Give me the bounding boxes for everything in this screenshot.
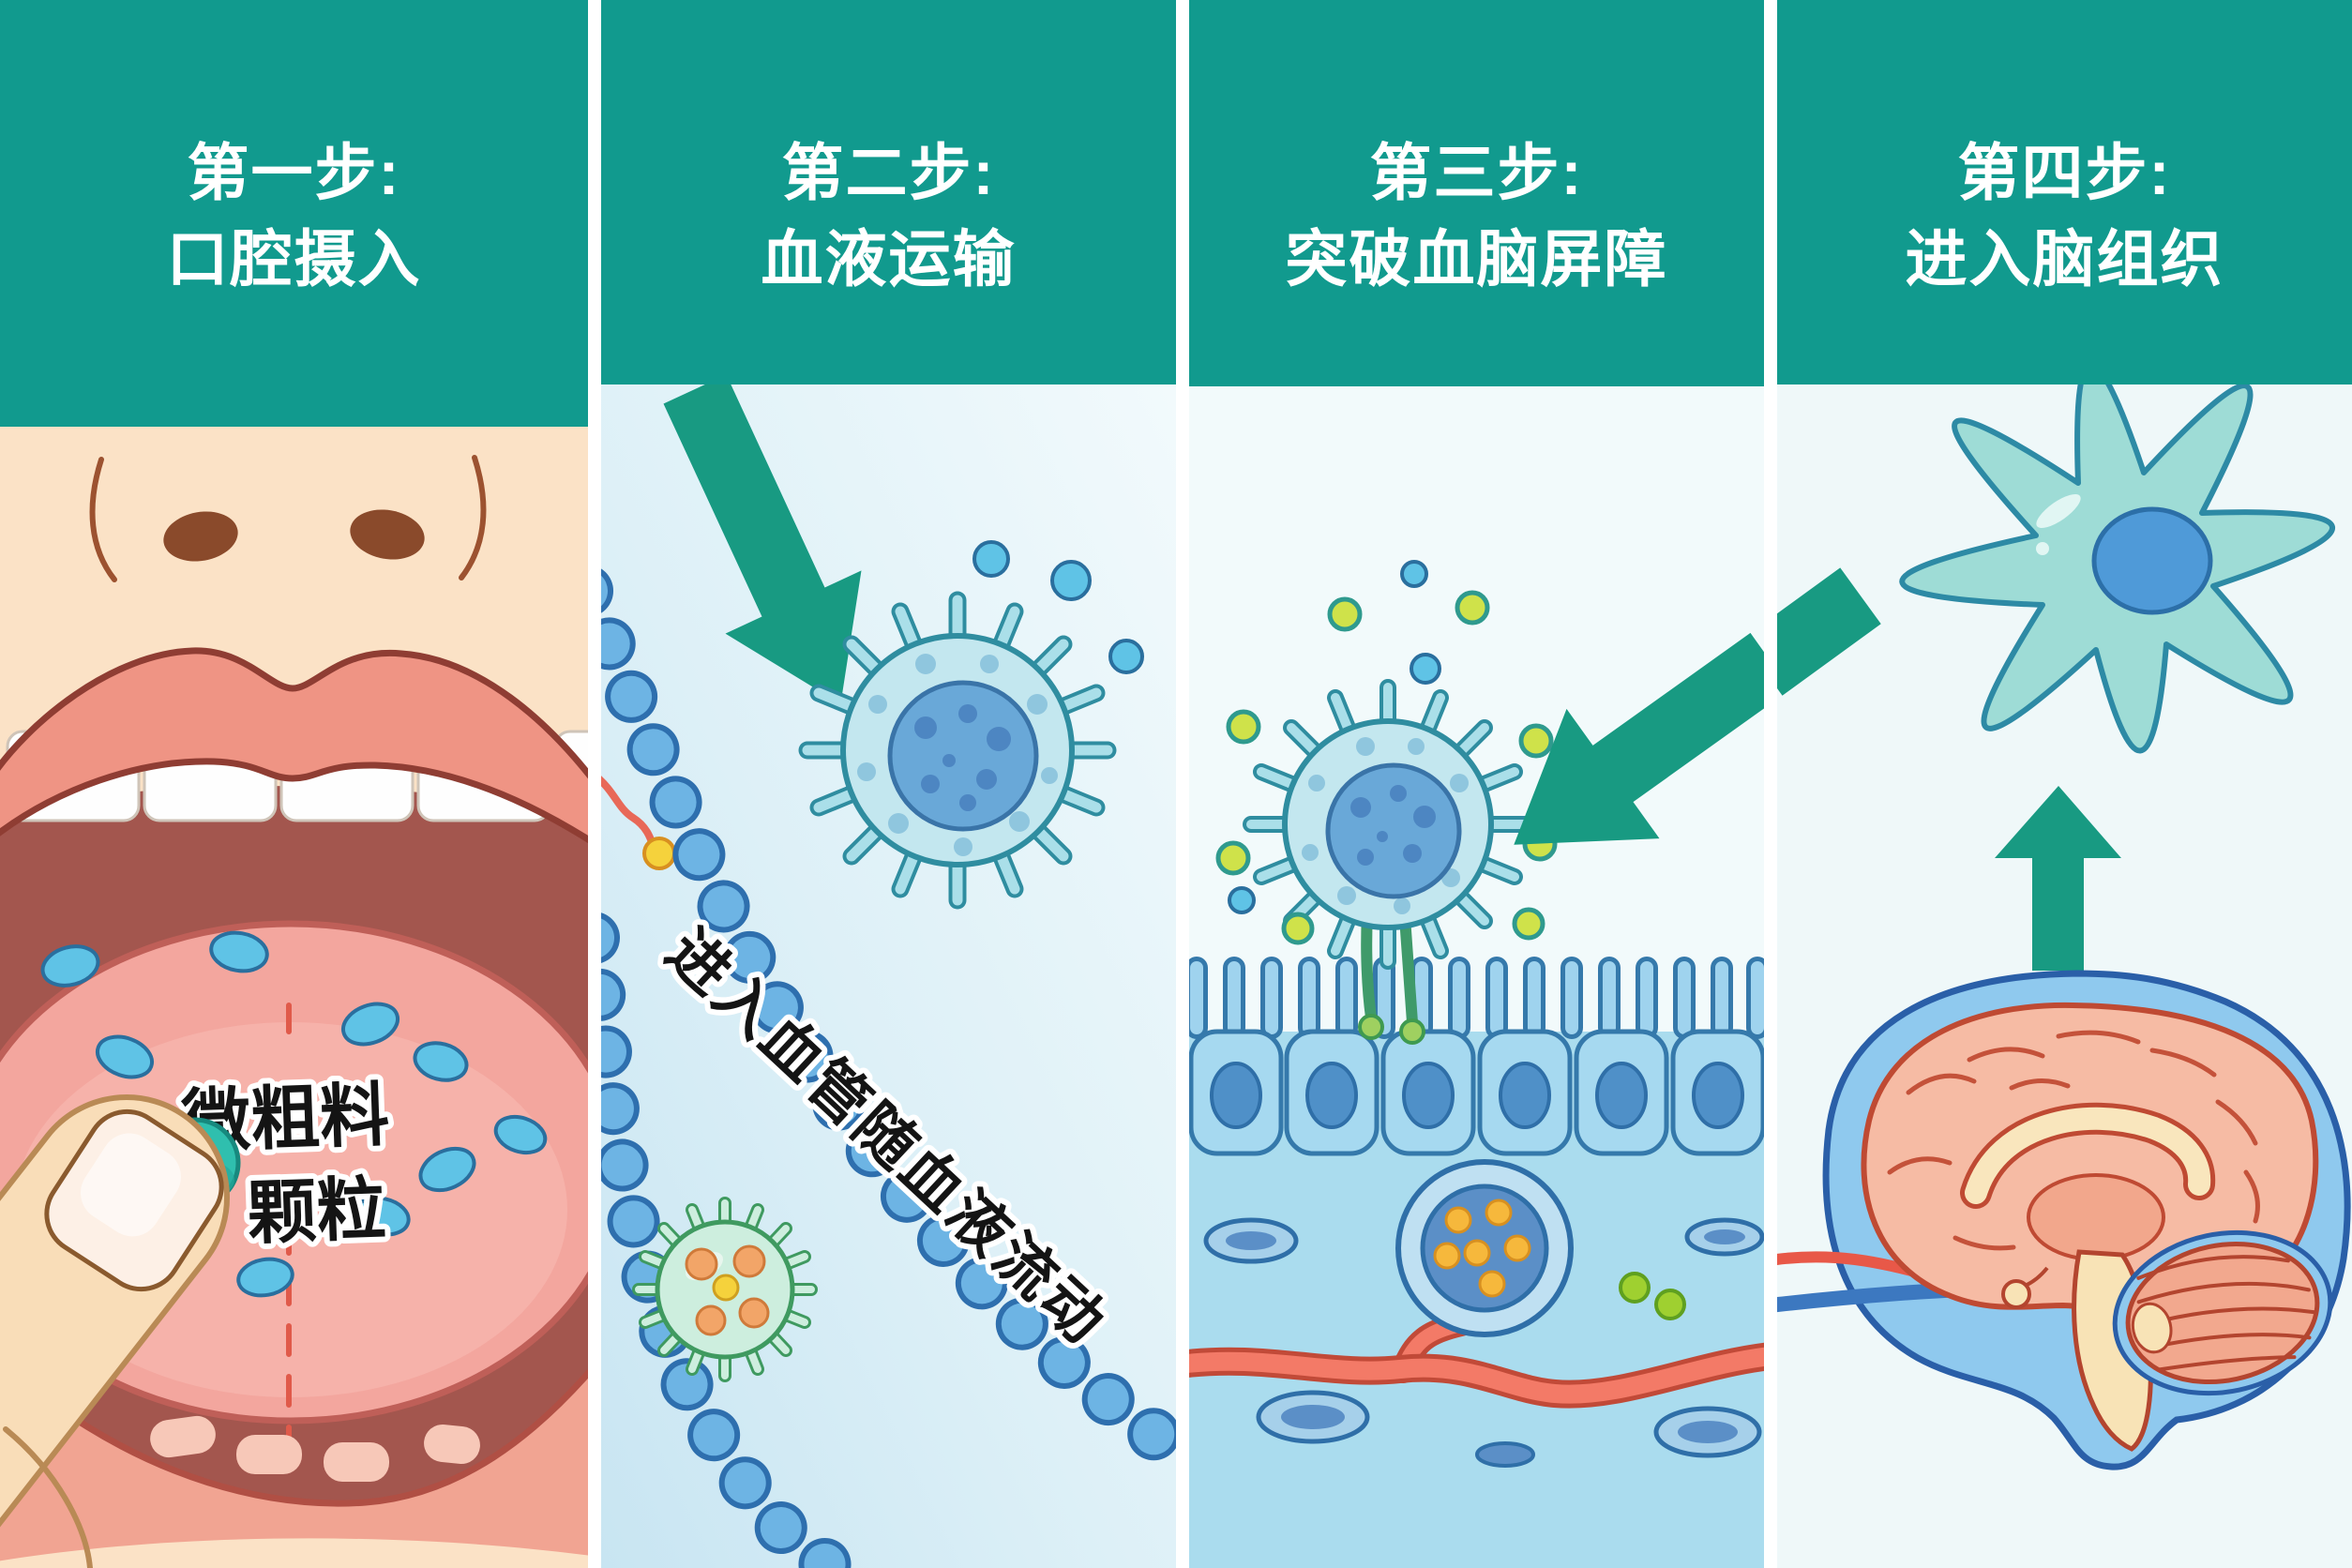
step-1-title-line1: 第一步: [187, 138, 401, 207]
microplastic-particles [40, 930, 548, 1298]
step-1-header: 第一步: 口腔摄入 [0, 0, 588, 427]
vessel-wall-bead-chains [601, 568, 1176, 1568]
lower-lip [0, 1356, 588, 1568]
step-2-header: 第二步: 血液运输 [601, 0, 1176, 384]
blood-vessel [1189, 1312, 1764, 1409]
tissue-cells [1203, 1217, 1764, 1468]
blood-vessel-illustration: 进入血管随血液流动 [601, 384, 1176, 1568]
cell-nucleus [1325, 762, 1462, 899]
step-2-title-line2: 血液运输 [761, 224, 1017, 294]
fingernail [44, 1108, 224, 1292]
panel-step-3: 第三步: 突破血脑屏障 [1189, 0, 1764, 1568]
brain-neuron-illustration [1777, 384, 2352, 1568]
right-nostril [350, 509, 425, 560]
step-4-title-line1: 第四步: [1957, 138, 2172, 207]
pituitary [2001, 1279, 2031, 1309]
step-4-title-line2: 进入脑组织 [1905, 224, 2224, 294]
step-1-title-line2: 口腔摄入 [166, 224, 422, 294]
green-cell [632, 1197, 818, 1382]
arrow-stub [1777, 567, 1881, 696]
microplastic-cell [1243, 679, 1533, 970]
escaped-green-particles [1619, 1272, 1686, 1320]
step-3-title-line1: 第三步: [1369, 138, 1584, 207]
panel-step-2: 第二步: 血液运输 [601, 0, 1176, 1568]
mouth-illustration: 微粗料 颗粒 [0, 427, 588, 1568]
cerebrum [1861, 1002, 2319, 1311]
free-particles [972, 540, 1144, 674]
arrow-down-left-icon [1514, 632, 1764, 845]
left-nostril [163, 511, 238, 562]
scattered-particles [1215, 560, 1558, 945]
thalamus [2027, 1173, 2165, 1261]
step-3-title-line2: 突破血脑屏障 [1285, 224, 1668, 294]
blood-brain-barrier-illustration [1189, 386, 1764, 1568]
arrow-down-right-icon [663, 384, 862, 704]
panel-step-1: 第一步: 口腔摄入 [0, 0, 588, 1568]
vesicle-with-particles [1395, 1159, 1574, 1337]
epithelial-barrier [1189, 957, 1764, 1156]
mouth-label-line2: 颗粒 [246, 1169, 387, 1252]
neuron [1899, 384, 2335, 754]
panel-step-4: 第四步: 进入脑组织 [1777, 0, 2352, 1568]
step-3-header: 第三步: 突破血脑屏障 [1189, 0, 1764, 386]
step-2-title-line1: 第二步: [781, 138, 996, 207]
step-4-header: 第四步: 进入脑组织 [1777, 0, 2352, 384]
barrier-cell-nuclei [1210, 1062, 1744, 1129]
lower-lip-highlights [150, 1415, 480, 1482]
microplastic-cell [798, 591, 1117, 910]
chin [0, 1538, 588, 1568]
cerebellum [2112, 1229, 2333, 1396]
upper-lip [0, 647, 588, 844]
gyri-lines [1887, 1030, 2260, 1251]
finger [0, 1094, 230, 1568]
corpus-callosum [1965, 1107, 2211, 1204]
nose [89, 455, 487, 582]
neuron-nucleus [2091, 506, 2213, 615]
brain [1777, 970, 2351, 1470]
arrow-up-icon [1995, 786, 2121, 971]
